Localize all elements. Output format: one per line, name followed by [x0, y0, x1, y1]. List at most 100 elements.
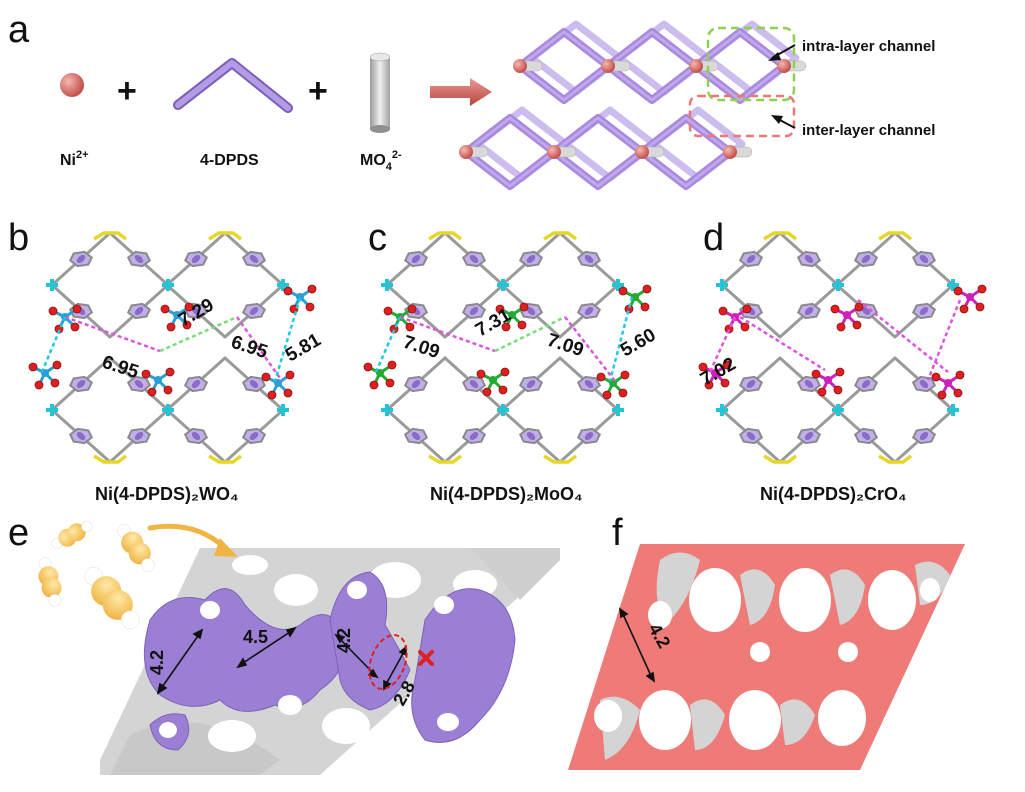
distance-label-c-4: 5.60: [617, 325, 660, 362]
oxygen-atom: [618, 388, 628, 398]
phenyl-center: [804, 431, 814, 441]
anion-rod-icon: [369, 52, 391, 133]
panel-d: d 7.02 Ni(4-DPDS)₂CrO₄: [697, 217, 987, 504]
disulfide-bond: [878, 454, 913, 464]
nickel-ion-icon: [60, 73, 84, 97]
nickel-center: [716, 404, 728, 416]
disulfide-bond: [208, 231, 243, 241]
panel-b: b 7.29 6.95 6.95 5.81 Ni(4-DPDS)₂WO₄: [8, 217, 325, 504]
oxygen-atom: [953, 286, 963, 296]
nickel-center: [162, 404, 174, 416]
diffusion-arrowhead-icon: [214, 538, 238, 557]
nickel-center: [947, 404, 959, 416]
nickel-center: [947, 279, 959, 291]
anion-group: [383, 304, 417, 334]
nickel-center: [497, 279, 509, 291]
phenyl-center: [526, 379, 536, 389]
structure-b: [28, 231, 317, 464]
hydrogen-atom: [141, 558, 155, 572]
caption-d: Ni(4-DPDS)₂CrO₄: [760, 484, 907, 504]
distance-line: [40, 316, 67, 373]
anion-group: [953, 284, 987, 314]
oxygen-atom: [817, 387, 827, 397]
oxygen-atom: [307, 284, 317, 294]
disulfide-bond: [93, 231, 128, 241]
anion-group: [141, 367, 175, 397]
oxygen-atom: [854, 302, 864, 312]
oxygen-atom: [720, 378, 730, 388]
structure-d: [698, 231, 987, 464]
anion-group: [830, 302, 864, 332]
oxygen-atom: [704, 380, 714, 390]
pore-size-e-2: 4.5: [243, 627, 268, 647]
nickel-node: [723, 145, 737, 159]
phenyl-center: [584, 254, 594, 264]
channel-windows-e: [159, 581, 459, 738]
nickel-node: [459, 145, 473, 159]
oxygen-atom: [722, 360, 732, 370]
oxygen-atom: [141, 369, 151, 379]
phenyl-center: [861, 254, 871, 264]
nickel-center: [277, 404, 289, 416]
oxygen-atom: [959, 304, 969, 314]
phenyl-center: [746, 431, 756, 441]
oxygen-atom: [50, 378, 60, 388]
phenyl-center: [526, 431, 536, 441]
disulfide-bond: [543, 454, 578, 464]
oxygen-atom: [937, 390, 947, 400]
phenyl-center: [919, 254, 929, 264]
oxygen-atom: [283, 286, 293, 296]
phenyl-center: [584, 379, 594, 389]
oxygen-atom: [836, 322, 846, 332]
nickel-center: [497, 404, 509, 416]
oxygen-atom: [698, 362, 708, 372]
distance-line: [159, 315, 238, 353]
phenyl-center: [746, 379, 756, 389]
phenyl-center: [469, 254, 479, 264]
oxygen-atom: [953, 388, 963, 398]
disulfide-bond: [428, 454, 463, 464]
oxygen-atom: [640, 302, 650, 312]
distance-label-c-2: 7.09: [400, 332, 442, 363]
oxygen-atom: [718, 306, 728, 316]
oxygen-atom: [383, 306, 393, 316]
nickel-node: [601, 59, 615, 73]
metal-atom: [843, 311, 851, 319]
intra-layer-channel-box: [706, 26, 796, 102]
phenyl-center: [804, 306, 814, 316]
phenyl-center: [861, 379, 871, 389]
metal-atom: [173, 311, 181, 319]
distance-line: [273, 297, 302, 382]
blocked-cross-icon: [418, 650, 434, 666]
hydrocarbon-molecule: [117, 524, 155, 572]
pore-measure-arrows-e: [156, 626, 407, 695]
pore-surface-f: [568, 544, 965, 770]
distance-line: [708, 316, 737, 373]
disulfide-bond: [93, 454, 128, 464]
phenyl-center: [919, 306, 929, 316]
metal-atom: [824, 376, 832, 384]
anion-group: [931, 370, 965, 400]
phenyl-center: [191, 379, 201, 389]
plus-sign-2: +: [308, 72, 328, 110]
phenyl-center: [526, 254, 536, 264]
disulfide-bond: [763, 454, 798, 464]
hydrocarbon-molecule: [38, 557, 62, 607]
intra-layer-label: intra-layer channel: [802, 38, 935, 55]
oxygen-atom: [501, 322, 511, 332]
diffusion-arrow-icon: [147, 523, 228, 551]
panel-f: f 4.2: [568, 512, 965, 770]
anion-group: [160, 302, 194, 332]
panel-letter-c: c: [368, 217, 387, 259]
oxygen-atom: [811, 369, 821, 379]
nickel-center: [612, 404, 624, 416]
phenyl-center: [746, 254, 756, 264]
oxygen-atom: [28, 362, 38, 372]
oxygen-atom: [602, 390, 612, 400]
panel-letter-d: d: [703, 217, 724, 259]
distance-line: [739, 315, 826, 372]
metal-atom: [489, 376, 497, 384]
panel-letter-f: f: [612, 512, 623, 554]
phenyl-center: [584, 431, 594, 441]
